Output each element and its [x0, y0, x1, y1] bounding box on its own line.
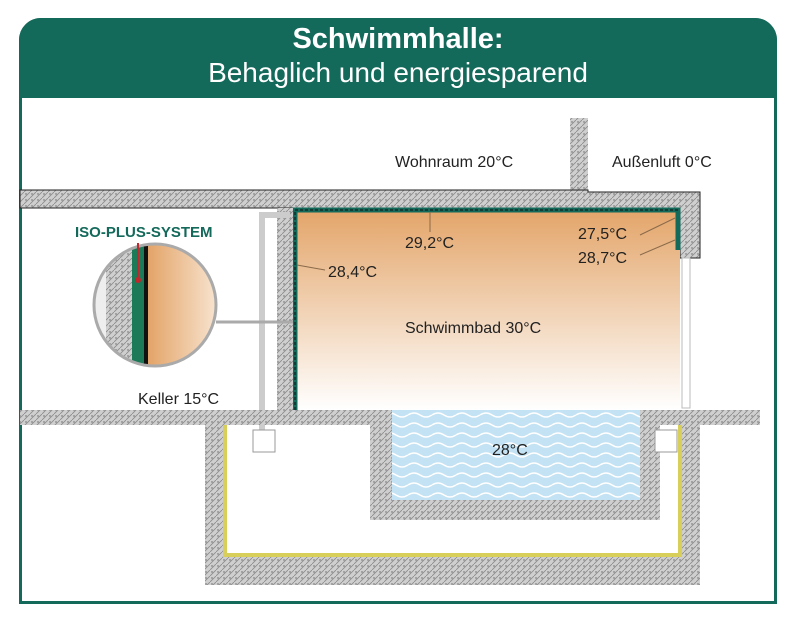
label-keller: Keller 15°C — [138, 391, 219, 408]
marker-dot — [135, 277, 141, 283]
room-wall — [277, 208, 293, 410]
floor-slab-left — [20, 410, 390, 425]
label-ceiling-temp: 29,2°C — [405, 235, 454, 252]
header: Schwimmhalle: Behaglich und energiespare… — [19, 18, 777, 98]
basement-slab — [205, 555, 700, 585]
pool-hall — [295, 208, 680, 410]
pool-water — [392, 410, 640, 500]
magnifier-detail — [94, 244, 216, 366]
label-corner-temp-1: 27,5°C — [578, 226, 627, 243]
label-pool: 28°C — [492, 442, 528, 459]
label-aussenluft: Außenluft 0°C — [612, 154, 712, 171]
label-wohnraum: Wohnraum 20°C — [395, 154, 513, 171]
label-schwimmbad: Schwimmbad 30°C — [405, 320, 541, 337]
ceiling-slab — [19, 189, 701, 259]
basement-insulation — [223, 425, 682, 557]
logo: ISO-PLUS-SYSTEM — [75, 224, 213, 241]
subtitle: Behaglich und energiesparend — [208, 57, 588, 88]
label-corner-temp-2: 28,7°C — [578, 250, 627, 267]
upper-wall — [570, 118, 588, 192]
title: Schwimmhalle: — [292, 23, 504, 55]
floor-slab-right — [640, 410, 760, 425]
label-wall-temp: 28,4°C — [328, 264, 377, 281]
